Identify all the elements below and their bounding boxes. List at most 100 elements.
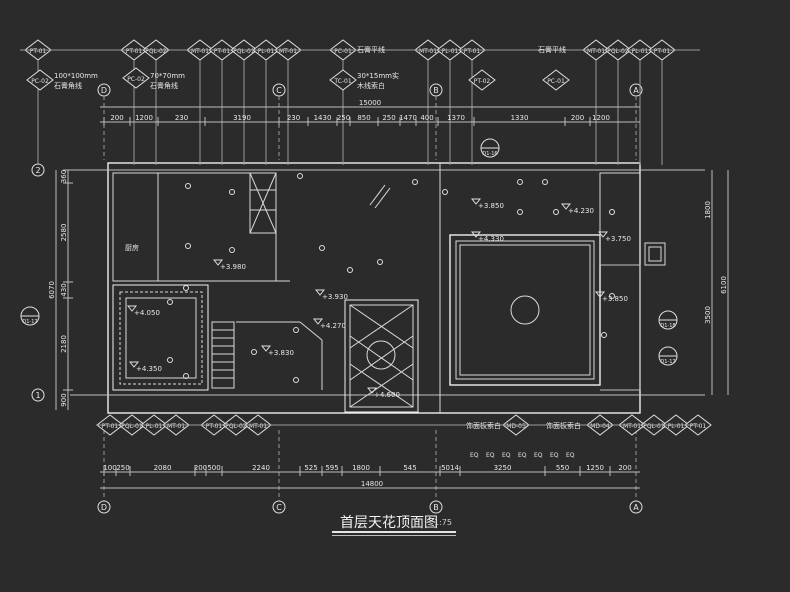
- dimension-total: 6070: [48, 281, 56, 299]
- material-tag-label: MT-01: [191, 48, 209, 55]
- light-fixture: [183, 285, 189, 291]
- detail-ref: D1-16: [482, 151, 497, 157]
- dimension-segment: 3190: [233, 114, 251, 122]
- axis-label: 2: [35, 166, 40, 175]
- room-left-lower: [112, 284, 209, 391]
- level-marker: [470, 231, 482, 238]
- light-fixture: [377, 259, 383, 265]
- material-tag-label: MT-01: [623, 423, 641, 430]
- eq-label: EQ: [550, 452, 559, 459]
- material-tag-label: PQL-02: [145, 48, 167, 55]
- eq-label: EQ: [502, 452, 511, 459]
- material-tag-label: PL-01: [632, 48, 649, 55]
- dimension-segment: 595: [325, 464, 338, 472]
- room-label: 厨房: [125, 243, 139, 252]
- level-text: +4.230: [568, 207, 594, 215]
- dimension-segment: 230: [175, 114, 188, 122]
- eq-label: EQ: [534, 452, 543, 459]
- eq-label: EQ: [566, 452, 575, 459]
- feature-ceiling-panel: [344, 299, 419, 413]
- chandelier-symbol: [366, 340, 396, 370]
- eq-label: EQ: [518, 452, 527, 459]
- detail-ref: D1-17: [660, 359, 675, 365]
- note-text: 100*100mm: [54, 72, 98, 80]
- level-marker: [128, 361, 140, 368]
- light-fixture: [293, 377, 299, 383]
- axis-label: 1: [35, 391, 40, 400]
- dimension-segment: 3500: [704, 306, 712, 324]
- stair: [211, 321, 235, 389]
- material-tag-label: PL-01: [146, 423, 163, 430]
- dimension-segment: 1250: [586, 464, 604, 472]
- dimension-segment: 2080: [154, 464, 172, 472]
- level-text: +4.600: [374, 391, 400, 399]
- eq-label: EQ: [486, 452, 495, 459]
- dimension-segment: 1200: [592, 114, 610, 122]
- level-text: +3.850: [478, 202, 504, 210]
- note-text: 木线索白: [357, 81, 385, 90]
- dimension-segment: 1330: [511, 114, 529, 122]
- dimension-segment: 1200: [135, 114, 153, 122]
- kitchen-storage: [249, 172, 277, 234]
- title-underline: [332, 531, 456, 533]
- level-text: +3.980: [220, 263, 246, 271]
- note-text: 石膏平线: [538, 45, 566, 54]
- dimension-segment: 545: [403, 464, 416, 472]
- light-fixture: [167, 357, 173, 363]
- material-tag-label: PT-01: [126, 48, 143, 55]
- material-tag-label: TC-01: [333, 78, 351, 85]
- light-fixture: [609, 209, 615, 215]
- light-fixture: [293, 327, 299, 333]
- title-underline-thin: [332, 535, 456, 536]
- light-fixture: [183, 373, 189, 379]
- drawing-scale: 1:75: [434, 518, 452, 527]
- light-fixture: [601, 332, 607, 338]
- light-fixture: [185, 243, 191, 249]
- material-tag-label: PC-01: [547, 78, 565, 85]
- level-marker: [594, 291, 606, 298]
- axis-label: B: [433, 503, 439, 512]
- dimension-segment: 5014: [441, 464, 459, 472]
- material-tag-label: PT-01: [654, 48, 671, 55]
- level-text: +3.850: [602, 295, 628, 303]
- eq-label: EQ: [470, 452, 479, 459]
- level-text: +4.350: [136, 365, 162, 373]
- material-tag-label: PQL-01: [643, 423, 665, 430]
- material-tag-label: PC-01: [334, 48, 352, 55]
- material-tag-label: PQL-02: [607, 48, 629, 55]
- living-coffer-outer: [449, 234, 601, 386]
- light-fixture: [347, 267, 353, 273]
- axis-label: A: [633, 86, 639, 95]
- light-fixture: [297, 173, 303, 179]
- level-text: +3.830: [268, 349, 294, 357]
- light-fixture: [542, 179, 548, 185]
- dimension-segment: 3250: [494, 464, 512, 472]
- dimension-segment: 430: [60, 283, 68, 296]
- dimension-segment: 200: [110, 114, 123, 122]
- level-marker: [126, 305, 138, 312]
- axis-label: C: [276, 503, 282, 512]
- material-tag: [329, 69, 357, 91]
- level-text: +3.750: [605, 235, 631, 243]
- note-text: 石膏角线: [150, 81, 178, 90]
- light-fixture: [229, 189, 235, 195]
- level-text: +4.330: [478, 235, 504, 243]
- dimension-segment: 1800: [352, 464, 370, 472]
- light-fixture: [319, 245, 325, 251]
- material-tag: [468, 69, 496, 91]
- material-tag-label: PT-01: [206, 423, 223, 430]
- dimension-segment: 1800: [704, 201, 712, 219]
- dimension-segment: 250: [337, 114, 350, 122]
- material-tag: [122, 67, 150, 89]
- dimension-segment: 2180: [60, 335, 68, 353]
- material-tag-label: MT-01: [419, 48, 437, 55]
- axis-label: B: [433, 86, 439, 95]
- dimension-segment: 1470: [399, 114, 417, 122]
- dimension-segment: 525: [304, 464, 317, 472]
- note-text: 30*15mm实: [357, 71, 399, 80]
- note-text: 石膏角线: [54, 81, 82, 90]
- light-fixture: [553, 209, 559, 215]
- axis-label: D: [101, 86, 107, 95]
- material-tag-label: PQL-02: [225, 423, 247, 430]
- light-fixture: [167, 299, 173, 305]
